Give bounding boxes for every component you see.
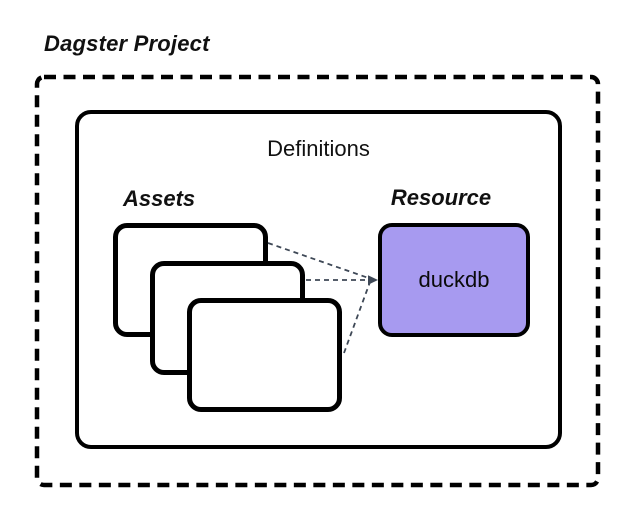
asset-card — [187, 298, 342, 412]
resource-box-label: duckdb — [418, 267, 490, 292]
resource-label: Resource — [390, 185, 492, 210]
resource-box-duckdb: duckdb — [378, 223, 530, 337]
project-title: Dagster Project — [44, 31, 210, 56]
definitions-label: Definitions — [267, 136, 370, 161]
assets-label: Assets — [123, 186, 196, 211]
